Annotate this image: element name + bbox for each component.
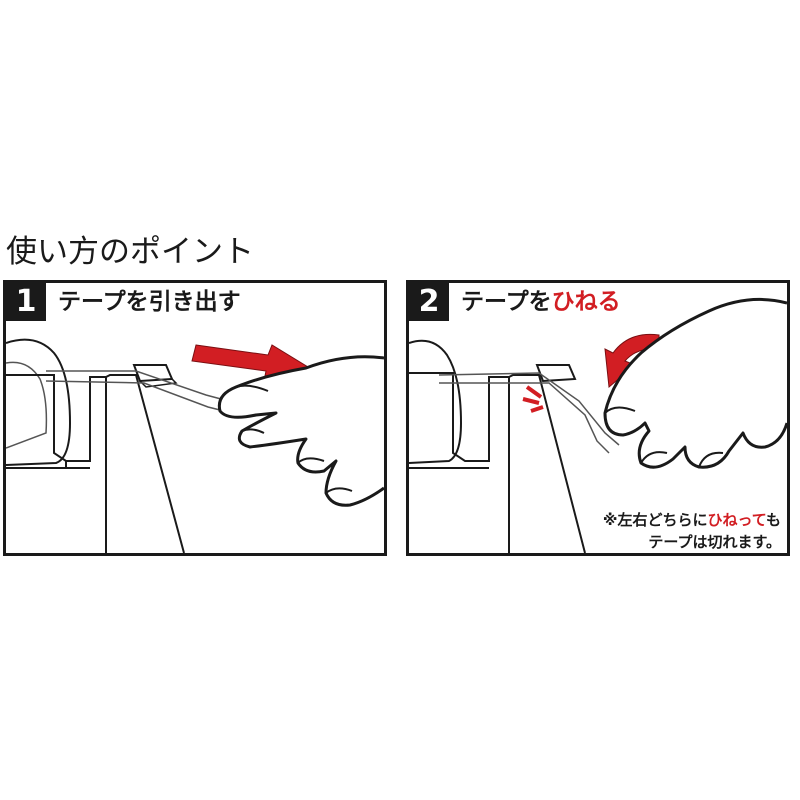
step-1-panel: 1 テープを引き出す xyxy=(3,280,387,556)
step-2-note-accent: ひねって xyxy=(707,511,766,529)
step-2-note-suffix: も xyxy=(765,511,781,529)
step-2-label-accent: ひねる xyxy=(551,289,621,315)
step-2-note: ※左右どちらにひねっても テープは切れます。 xyxy=(603,509,781,553)
step-2-label: テープをひねる xyxy=(461,285,621,319)
step-2-note-line-1: ※左右どちらにひねっても xyxy=(603,509,781,531)
step-2-panel: 2 テープをひねる ※左右どちらにひねっても テープは切れます。 xyxy=(406,280,790,556)
step-1-illustration xyxy=(6,338,384,553)
step-2-label-text: テープを xyxy=(461,289,552,315)
step-1-number: 1 xyxy=(6,283,46,321)
step-2-number: 2 xyxy=(409,283,449,321)
step-2-note-prefix: ※左右どちらに xyxy=(602,511,708,529)
page-title: 使い方のポイント xyxy=(6,234,254,270)
step-2-illustration xyxy=(409,297,787,553)
step-1-label: テープを引き出す xyxy=(58,289,241,315)
step-2-note-line-2: テープは切れます。 xyxy=(648,533,781,551)
